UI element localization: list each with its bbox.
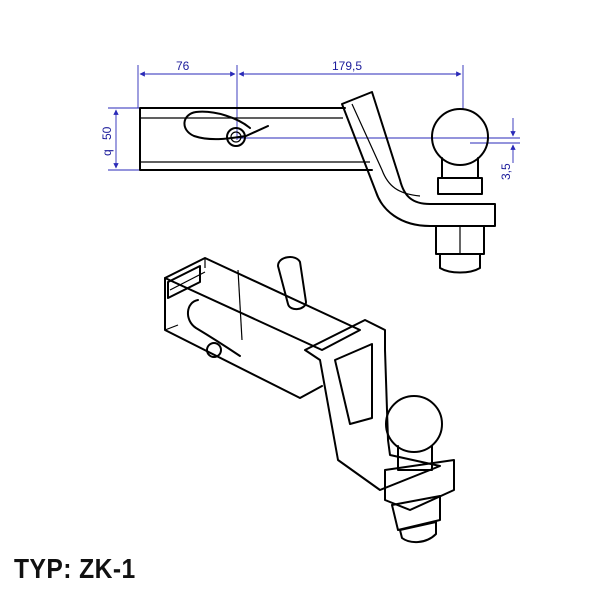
dimension-offset-small: 3,5 bbox=[499, 163, 513, 180]
dimension-length-right: 179,5 bbox=[332, 59, 362, 73]
isometric-view bbox=[164, 256, 455, 544]
dimension-height-drop: 50 bbox=[100, 126, 114, 140]
dimension-length-left: 76 bbox=[176, 59, 190, 73]
hitch-pin bbox=[226, 127, 246, 147]
type-label: TYP: ZK-1 bbox=[14, 553, 136, 584]
drop-riser bbox=[341, 91, 496, 227]
side-view: 76 179,5 50 q 3,5 bbox=[100, 59, 520, 274]
iso-riser bbox=[304, 319, 441, 491]
ball-nut bbox=[435, 225, 485, 255]
iso-tow-ball bbox=[385, 395, 443, 453]
iso-pin bbox=[277, 256, 307, 310]
dimension-lines bbox=[108, 65, 520, 171]
iso-tube bbox=[164, 257, 361, 351]
iso-ball-nut bbox=[391, 495, 441, 531]
iso-clip bbox=[187, 299, 241, 357]
shank-tube bbox=[139, 107, 373, 171]
tow-ball bbox=[431, 108, 489, 166]
dimension-axis-marker: q bbox=[100, 149, 114, 156]
